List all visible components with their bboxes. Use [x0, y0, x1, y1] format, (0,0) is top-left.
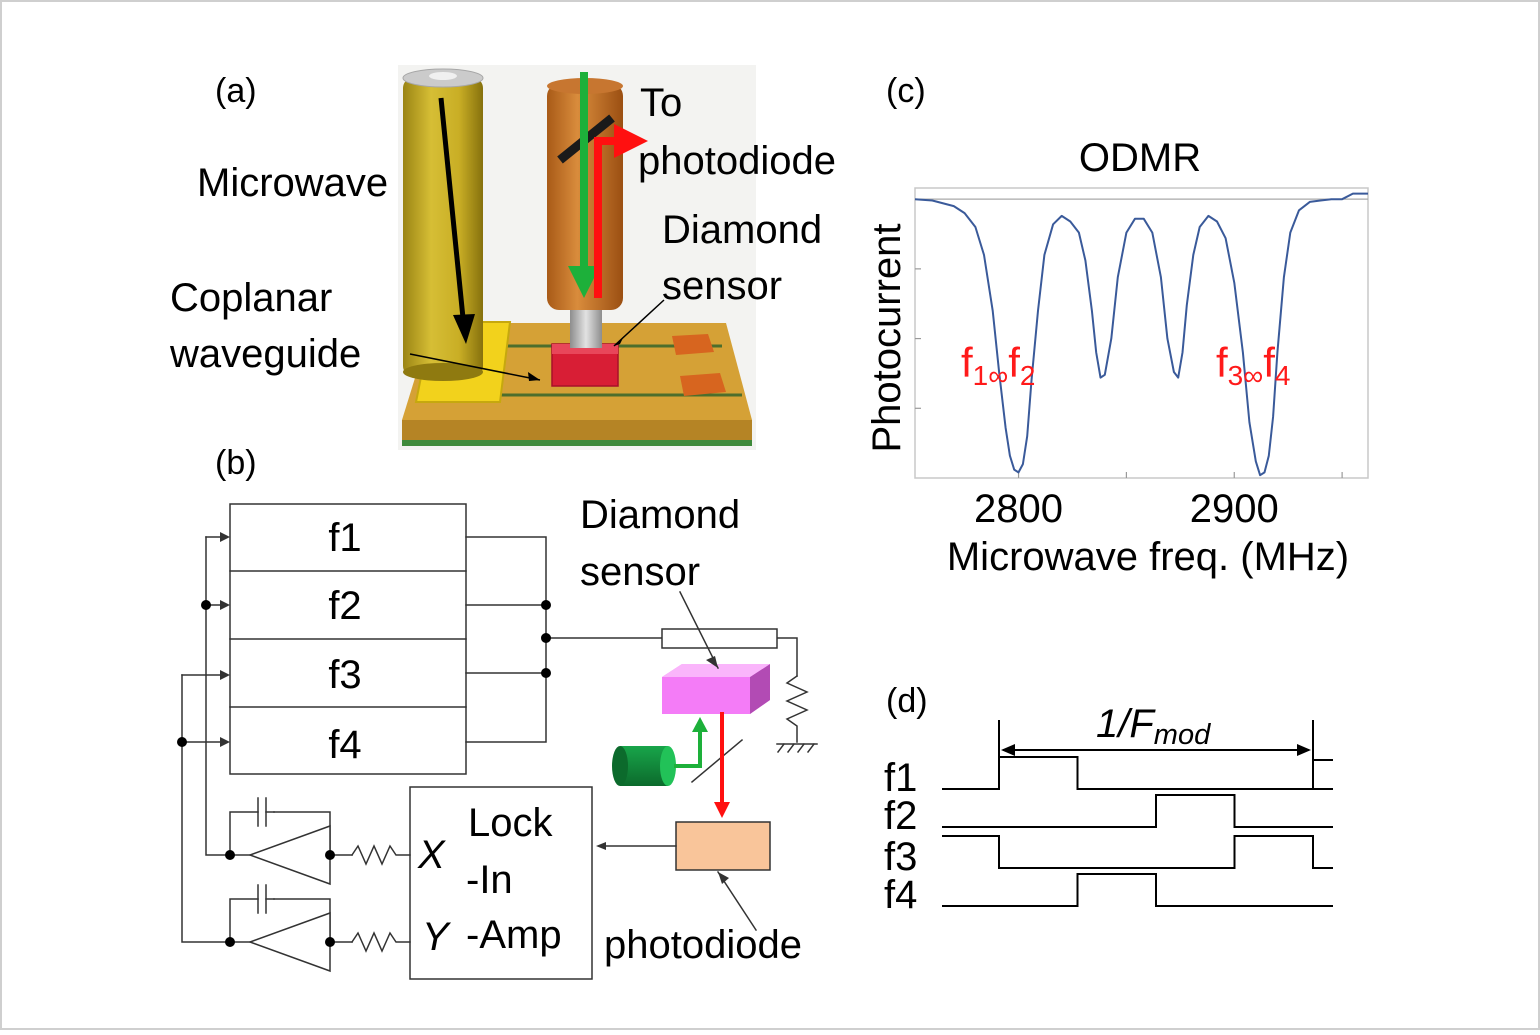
beam-splitter-b — [690, 738, 744, 784]
dip-label: f1∞f2 — [961, 339, 1035, 391]
laser-back — [612, 746, 628, 786]
panel-c: (c) ODMR Photocurrent Microwave freq. (M… — [865, 72, 1369, 579]
laser-face — [660, 746, 676, 786]
chart-layer: 2800 2900 — [914, 187, 1369, 531]
period-label: 1/Fmod — [1096, 702, 1211, 751]
panel-a-tag: (a) — [215, 72, 257, 110]
combiner-nodes — [541, 600, 551, 678]
lockin-text-3: -Amp — [466, 913, 562, 957]
chart-ylabel: Photocurrent — [865, 223, 909, 452]
lockin-text-2: -In — [466, 858, 513, 902]
period-main: 1/F — [1096, 702, 1156, 746]
x-tick-label: 2900 — [1190, 487, 1279, 531]
microwave-arrow-head — [453, 314, 475, 344]
period-arrow-left — [1001, 744, 1015, 756]
timing-waveform-f1 — [942, 756, 1333, 790]
period-arrow-right — [1297, 744, 1311, 756]
x-tick-label: 2800 — [974, 487, 1063, 531]
waveguide-pointer — [409, 353, 541, 381]
dip-label-sep: ∞ — [1243, 360, 1263, 391]
emission-arrow-shaft — [594, 137, 618, 298]
panel-b-tag: (b) — [215, 444, 257, 482]
dip-label-f: f — [961, 339, 973, 386]
coplanar-label-2: waveguide — [169, 332, 361, 376]
photodiode-label-b: photodiode — [604, 923, 802, 967]
excitation-arrow-head — [568, 266, 600, 298]
diamond-label-a-1: Diamond — [662, 208, 822, 252]
lockin-box — [409, 786, 593, 980]
diamond-sensor-side — [750, 664, 770, 714]
diamond-label-b-1: Diamond — [580, 493, 740, 537]
plot-frame — [914, 187, 1369, 479]
photodiode-box — [675, 821, 771, 871]
dip-label-f: f — [1263, 339, 1275, 386]
diamond-sensor-top — [552, 344, 618, 354]
period-sub: mod — [1154, 719, 1211, 751]
dip-label: f3∞f4 — [1216, 339, 1290, 391]
lockin-y-output: Y — [422, 915, 452, 959]
timing-label-f2: f2 — [884, 794, 917, 838]
timing-waveform-f3 — [942, 835, 1333, 869]
dip-label-sub: 4 — [1275, 360, 1291, 391]
laser-beam — [674, 728, 702, 768]
to-label: To — [640, 81, 682, 125]
dip-label-sub: 3 — [1228, 360, 1244, 391]
panel-b: (b) f1 f2 f3 f4 — [177, 444, 818, 980]
source-f3: f3 — [328, 653, 361, 697]
lockin-x-output: X — [417, 833, 446, 877]
source-f2: f2 — [328, 584, 361, 628]
dip-label-sep: ∞ — [988, 360, 1008, 391]
timing-waveform-f4 — [942, 873, 1333, 907]
panel-a: (a) — [169, 65, 836, 450]
lockin-text-1: Lock — [468, 801, 553, 845]
diamond-pointer-head — [614, 336, 624, 346]
emission-arrow-head — [614, 124, 648, 158]
source-f1: f1 — [328, 516, 361, 560]
feedback-arrowheads — [220, 532, 230, 747]
photodiode-pointer-head — [718, 872, 729, 884]
chart-title: ODMR — [1079, 136, 1201, 180]
coplanar-label-1: Coplanar — [170, 276, 332, 320]
source-f4: f4 — [328, 723, 361, 767]
waveguide-pointer-head — [528, 372, 540, 381]
diamond-sensor-top-face — [662, 664, 770, 677]
panel-c-tag: (c) — [886, 72, 926, 110]
microwave-cylinder-bore — [429, 72, 457, 80]
dip-label-f: f — [1008, 339, 1020, 386]
dip-label-sub: 2 — [1020, 360, 1036, 391]
diamond-pointer-b-head — [706, 656, 718, 668]
feedback-wiring — [181, 536, 411, 973]
microwave-label: Microwave — [197, 161, 388, 205]
panel-d-tag: (d) — [886, 682, 928, 720]
microwave-cylinder-bottom — [403, 363, 483, 381]
feedback-nodes — [177, 600, 335, 947]
circuit-board-front — [402, 420, 752, 440]
diamond-label-b-2: sensor — [580, 550, 700, 594]
transmission-line — [661, 628, 778, 649]
fiber-ferrule — [570, 306, 602, 348]
contact-pad-2 — [680, 373, 726, 396]
chart-xlabel: Microwave freq. (MHz) — [947, 535, 1349, 579]
photodiode-to-lockin-head — [596, 842, 606, 850]
odmr-series-line — [914, 192, 1368, 477]
dip-label-sub: 1 — [973, 360, 989, 391]
dip-label-f: f — [1216, 339, 1228, 386]
photodiode-label-a: photodiode — [638, 139, 836, 183]
timing-waveform-f2 — [942, 794, 1333, 828]
microwave-arrow-shaft — [438, 97, 466, 319]
fluorescence-beam-head — [714, 802, 730, 818]
diamond-label-a-2: sensor — [662, 264, 782, 308]
contact-pad-1 — [672, 334, 714, 355]
laser-beam-head — [692, 717, 708, 732]
timing-label-f1: f1 — [884, 756, 917, 800]
timing-label-f4: f4 — [884, 873, 917, 917]
timing-label-f3: f3 — [884, 835, 917, 879]
diamond-pointer-b — [678, 590, 720, 670]
